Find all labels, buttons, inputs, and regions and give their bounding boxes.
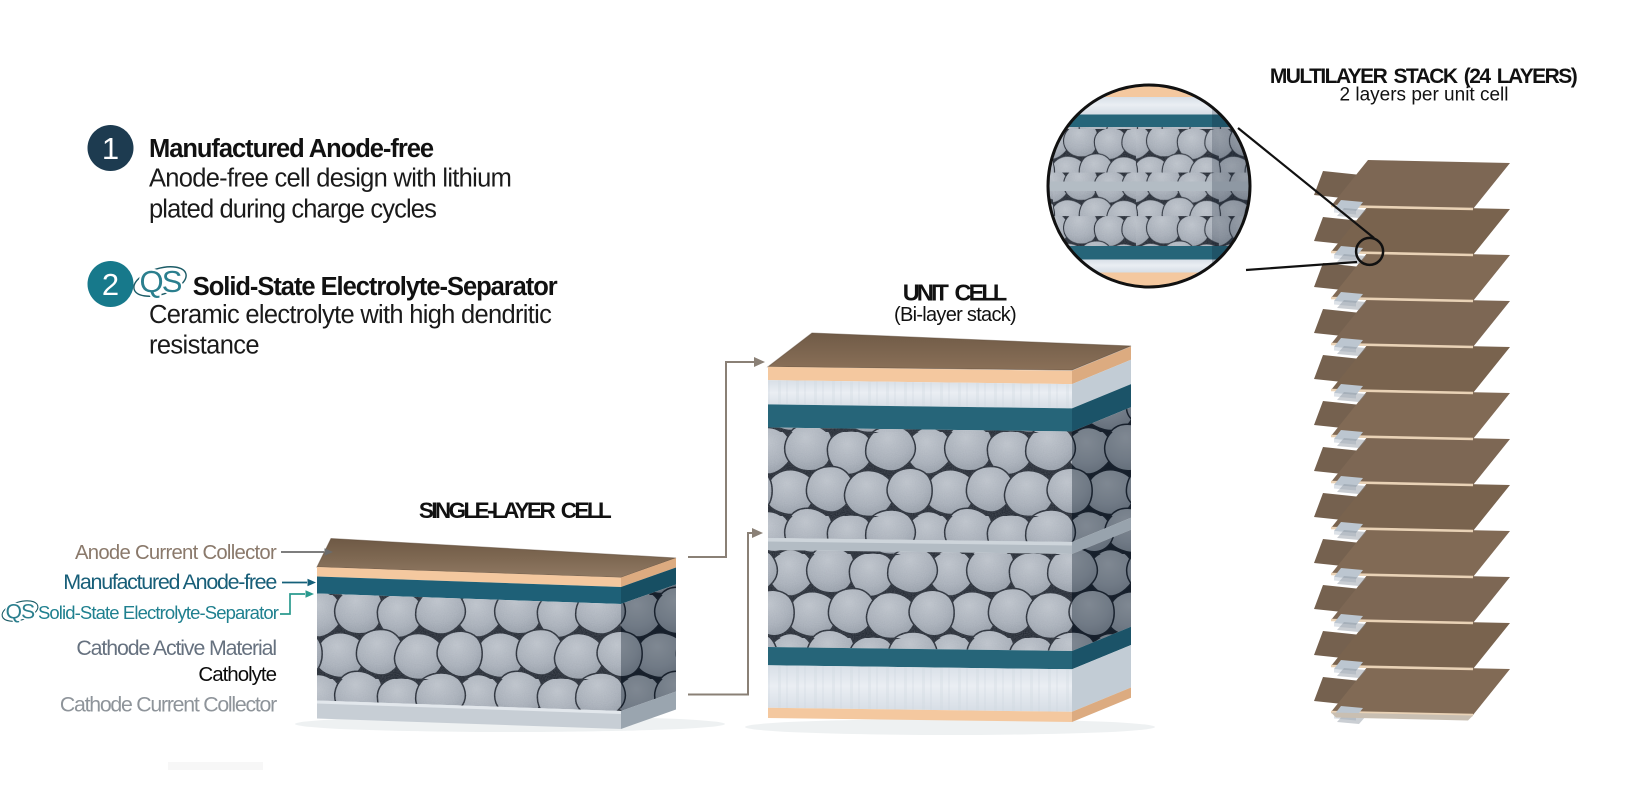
svg-text:Manufactured Anode-free: Manufactured Anode-free bbox=[149, 135, 434, 163]
svg-text:Solid-State Electrolyte-Separa: Solid-State Electrolyte-Separator bbox=[193, 273, 558, 301]
svg-text:2 layers per unit cell: 2 layers per unit cell bbox=[1340, 85, 1509, 106]
svg-text:UNIT CELL: UNIT CELL bbox=[903, 280, 1007, 306]
svg-text:1: 1 bbox=[102, 131, 119, 166]
svg-text:QS: QS bbox=[140, 264, 182, 299]
svg-text:plated during charge cycles: plated during charge cycles bbox=[149, 196, 436, 224]
svg-text:SINGLE-LAYER CELL: SINGLE-LAYER CELL bbox=[419, 498, 612, 523]
svg-text:(Bi-layer stack): (Bi-layer stack) bbox=[894, 304, 1016, 326]
svg-text:Ceramic electrolyte with high: Ceramic electrolyte with high dendritic bbox=[149, 301, 552, 329]
svg-text:MULTILAYER STACK (24 LAYERS): MULTILAYER STACK (24 LAYERS) bbox=[1270, 65, 1577, 88]
svg-text:Anode-free cell design with li: Anode-free cell design with lithium bbox=[149, 165, 511, 193]
svg-text:Cathode Current Collector: Cathode Current Collector bbox=[60, 693, 277, 717]
svg-text:Manufactured Anode-free: Manufactured Anode-free bbox=[63, 570, 276, 594]
svg-text:Cathode Active Material: Cathode Active Material bbox=[76, 636, 276, 660]
svg-text:Catholyte: Catholyte bbox=[198, 663, 276, 686]
svg-text:Anode Current Collector: Anode Current Collector bbox=[75, 542, 277, 564]
svg-text:2: 2 bbox=[102, 267, 119, 302]
svg-text:resistance: resistance bbox=[149, 332, 259, 360]
svg-text:QS: QS bbox=[6, 601, 36, 624]
svg-text:Solid-State Electrolyte-Separa: Solid-State Electrolyte-Separator bbox=[38, 602, 279, 623]
